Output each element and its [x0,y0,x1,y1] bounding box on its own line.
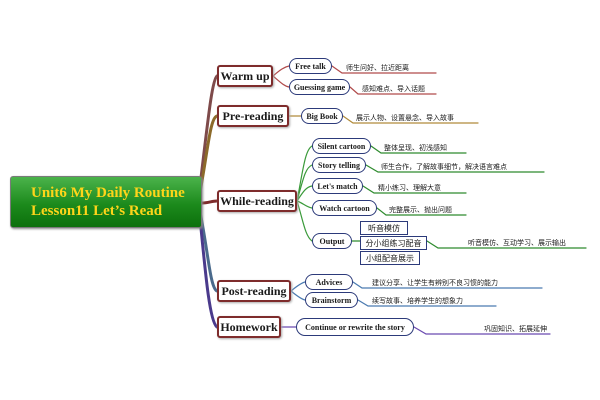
note-lets-match: 精小练习、理解大意 [378,185,441,192]
root-title-line1: Unit6 My Daily Routine [31,185,185,201]
node-continue-or-rewrite[interactable]: Continue or rewrite the story [296,318,414,336]
note-advices: 建议分享、让学生有辨别不良习惯的能力 [372,280,498,287]
node-guessing-game[interactable]: Guessing game [289,79,350,95]
note-output: 听音模仿、互动学习、展示输出 [468,240,566,247]
note-guessing-game: 感知难点、导入话题 [362,86,425,93]
output-item-1[interactable]: 听音模仿 [360,221,408,235]
connector-root-prereading [198,114,219,194]
output-item-2[interactable]: 分小组练习配音 [360,236,427,250]
node-output[interactable]: Output [312,233,352,249]
node-brainstorm[interactable]: Brainstorm [305,292,358,308]
note-free-talk: 师生问好、拉近距离 [346,65,409,72]
node-lets-match[interactable]: Let's match [312,178,363,194]
branch-pre-reading[interactable]: Pre-reading [217,105,289,127]
root-topic[interactable]: Unit6 My Daily Routine Lesson11 Let’s Re… [10,176,202,228]
root-title-line2: Lesson11 Let’s Read [31,203,163,219]
node-big-book[interactable]: Big Book [301,108,343,124]
connector-root-whilereading [200,199,219,205]
node-story-telling[interactable]: Story telling [312,157,366,173]
branch-warm-up[interactable]: Warm up [217,65,273,87]
note-watch-cartoon: 完整展示、抛出问题 [389,207,452,214]
branch-homework[interactable]: Homework [217,316,281,338]
node-silent-cartoon[interactable]: Silent cartoon [312,138,371,154]
output-item-3[interactable]: 小组配音展示 [360,251,420,265]
note-silent-cartoon: 整体呈现、初浅感知 [384,145,447,152]
note-story-telling: 师生合作，了解故事细节，解决语言难点 [381,164,507,171]
node-watch-cartoon[interactable]: Watch cartoon [312,200,377,216]
connector-root-warmup [198,74,219,188]
note-big-book: 展示人物、设置悬念、导入故事 [356,115,454,122]
note-continue-or-rewrite: 巩固知识、拓展延伸 [484,326,547,333]
node-advices[interactable]: Advices [305,274,353,290]
branch-while-reading[interactable]: While-reading [217,190,297,212]
connector-root-postreading [198,210,219,293]
node-free-talk[interactable]: Free talk [289,58,332,74]
connector-root-homework [198,216,219,329]
branch-post-reading[interactable]: Post-reading [217,280,291,302]
note-brainstorm: 续写故事、培养学生的想象力 [372,298,463,305]
